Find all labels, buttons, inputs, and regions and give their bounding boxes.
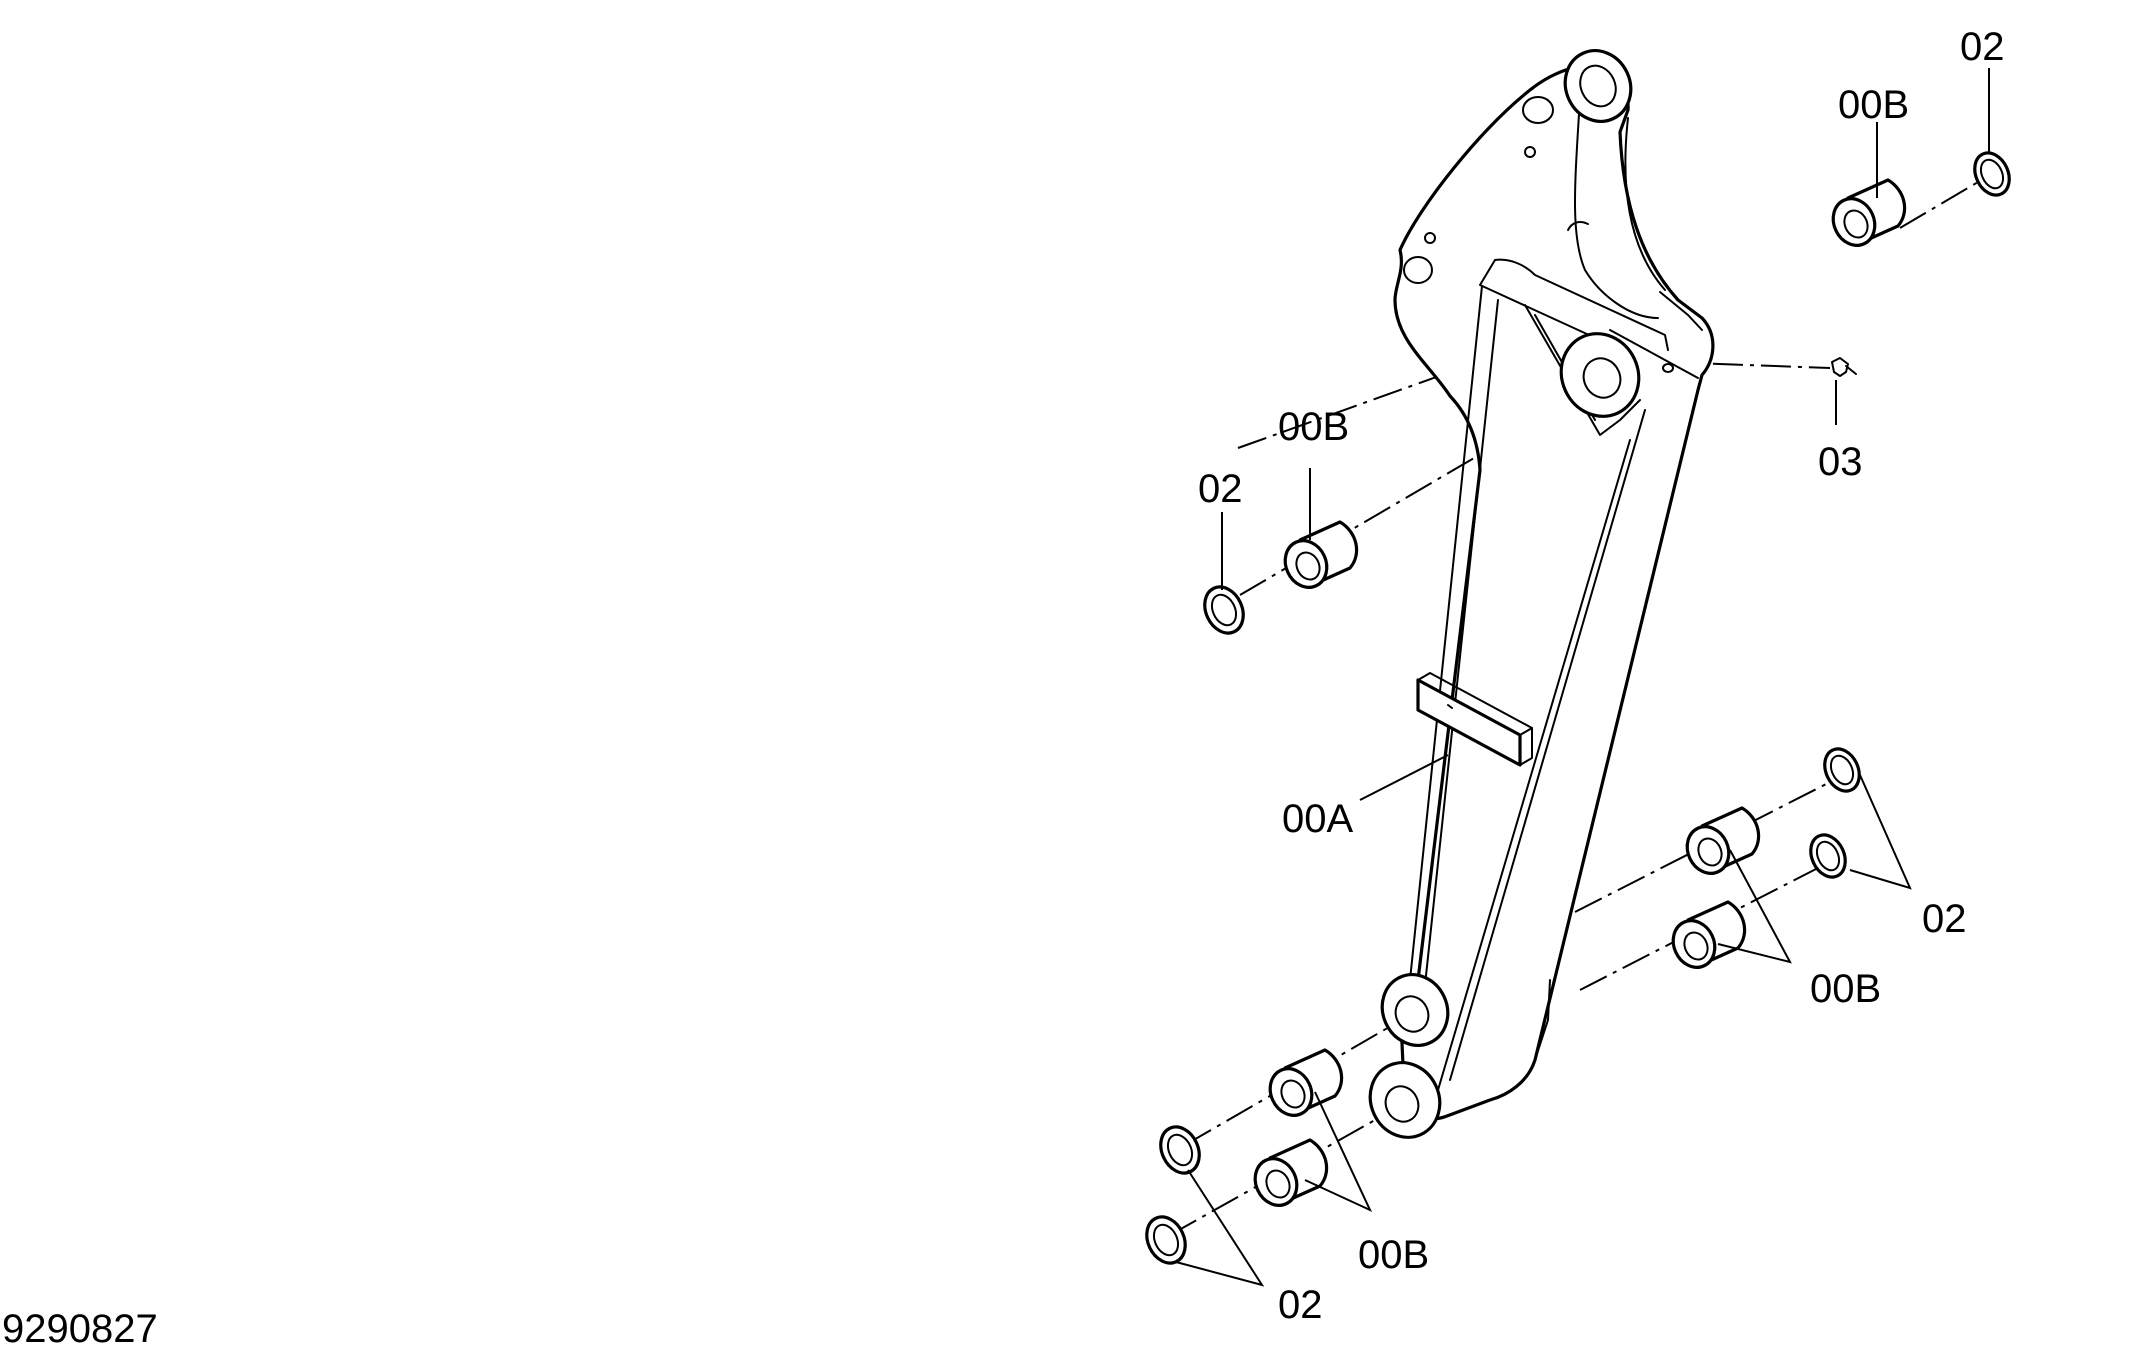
label-bushing-bottom-left: 00B <box>1358 1233 1429 1277</box>
bushing-bottom-left-lower <box>1253 1138 1329 1207</box>
arm-body <box>1368 49 1715 1139</box>
label-bushing-top-right: 00B <box>1838 83 1909 127</box>
grease-fitting-03 <box>1831 357 1857 377</box>
ring-top-left <box>1203 585 1245 635</box>
label-ring-top-right: 02 <box>1960 25 2005 69</box>
label-ring-top-left: 02 <box>1198 467 1243 511</box>
label-ring-bottom-left: 02 <box>1278 1283 1323 1327</box>
ring-bottom-left-lower <box>1145 1215 1187 1265</box>
bushing-top-right <box>1831 178 1907 247</box>
bushing-bottom-right-upper <box>1685 806 1761 875</box>
drawing-number: 9290827 <box>2 1307 158 1345</box>
ring-bottom-left-upper <box>1159 1125 1201 1175</box>
leader-lines <box>1175 68 1990 1287</box>
ring-bottom-right-upper <box>1823 747 1861 793</box>
label-ring-bottom-right: 02 <box>1922 897 1967 941</box>
ring-top-right <box>1973 151 2011 197</box>
label-bushing-top-left: 00B <box>1278 405 1349 449</box>
label-grease-fitting: 03 <box>1818 440 1863 484</box>
bushing-bottom-left-upper <box>1268 1048 1344 1117</box>
label-arm: 00A <box>1282 797 1353 841</box>
ring-bottom-right-lower <box>1809 833 1847 879</box>
bushing-bottom-right-lower <box>1671 900 1747 969</box>
callout-labels: 02 00B 03 00B 02 00A 02 00B 00B 02 <box>1198 25 2005 1327</box>
label-bushing-bottom-right: 00B <box>1810 967 1881 1011</box>
bushing-top-left <box>1283 520 1359 589</box>
